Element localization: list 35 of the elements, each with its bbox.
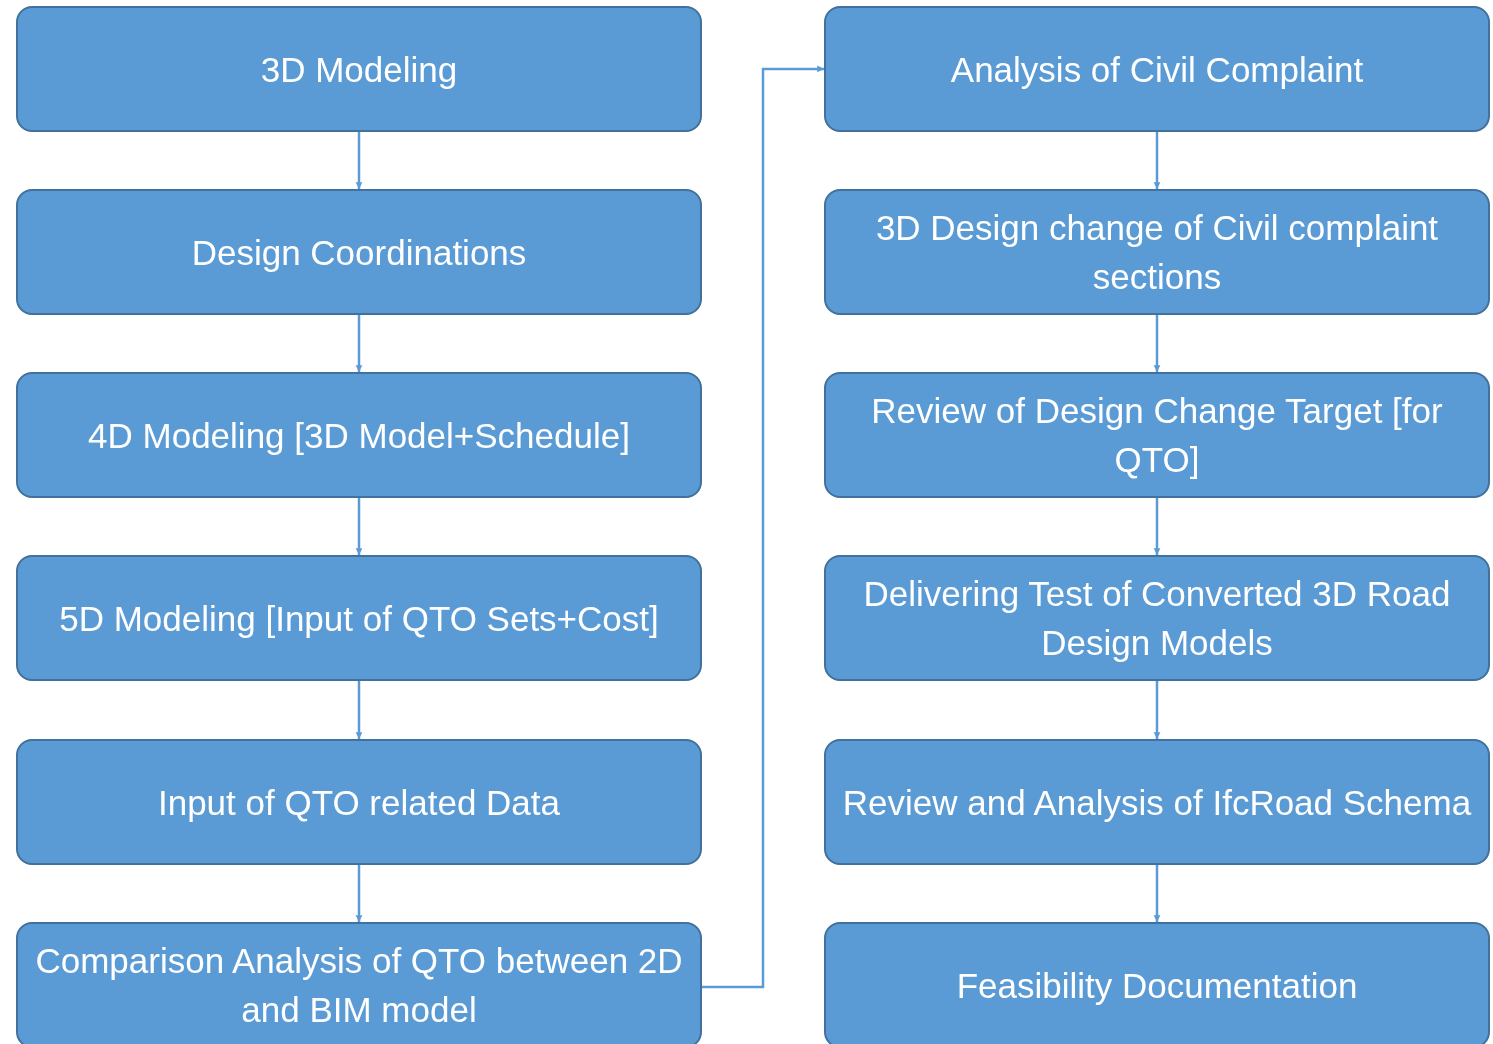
box-label: Delivering Test of Converted 3D Road Design Models: [862, 573, 1452, 664]
process-box: [16, 189, 702, 315]
box-label: 3D Design change of Civil complaint sections: [874, 207, 1440, 298]
box-label: Analysis of Civil Complaint: [950, 48, 1364, 91]
process-box: [824, 189, 1490, 315]
arrow: [1153, 865, 1161, 922]
process-box: [16, 922, 702, 1044]
box-label: 3D Modeling: [260, 48, 458, 91]
process-box: [16, 739, 702, 865]
process-box: [824, 6, 1490, 132]
box-label: Feasibility Documentation: [956, 964, 1358, 1007]
arrow: [355, 132, 363, 189]
arrow: [702, 65, 824, 989]
arrow: [1153, 132, 1161, 189]
arrow: [355, 865, 363, 922]
process-box: [824, 922, 1490, 1044]
box-label: 4D Modeling [3D Model+Schedule]: [88, 414, 630, 457]
arrow: [355, 498, 363, 555]
process-box: [824, 555, 1490, 681]
process-box: [824, 372, 1490, 498]
arrow: [1153, 315, 1161, 372]
box-label: Review and Analysis of IfcRoad Schema: [842, 781, 1472, 824]
arrow: [1153, 498, 1161, 555]
process-box: [16, 555, 702, 681]
arrow: [355, 681, 363, 739]
process-box: [824, 739, 1490, 865]
box-label: Review of Design Change Target [for QTO]: [870, 390, 1444, 481]
arrow: [1153, 681, 1161, 739]
box-label: 5D Modeling [Input of QTO Sets+Cost]: [59, 597, 659, 640]
arrow: [355, 315, 363, 372]
box-label: Design Coordinations: [191, 231, 527, 274]
box-label: Input of QTO related Data: [157, 781, 561, 824]
process-box: [16, 6, 702, 132]
box-label: Comparison Analysis of QTO between 2D and BIM model: [34, 940, 684, 1031]
process-box: [16, 372, 702, 498]
